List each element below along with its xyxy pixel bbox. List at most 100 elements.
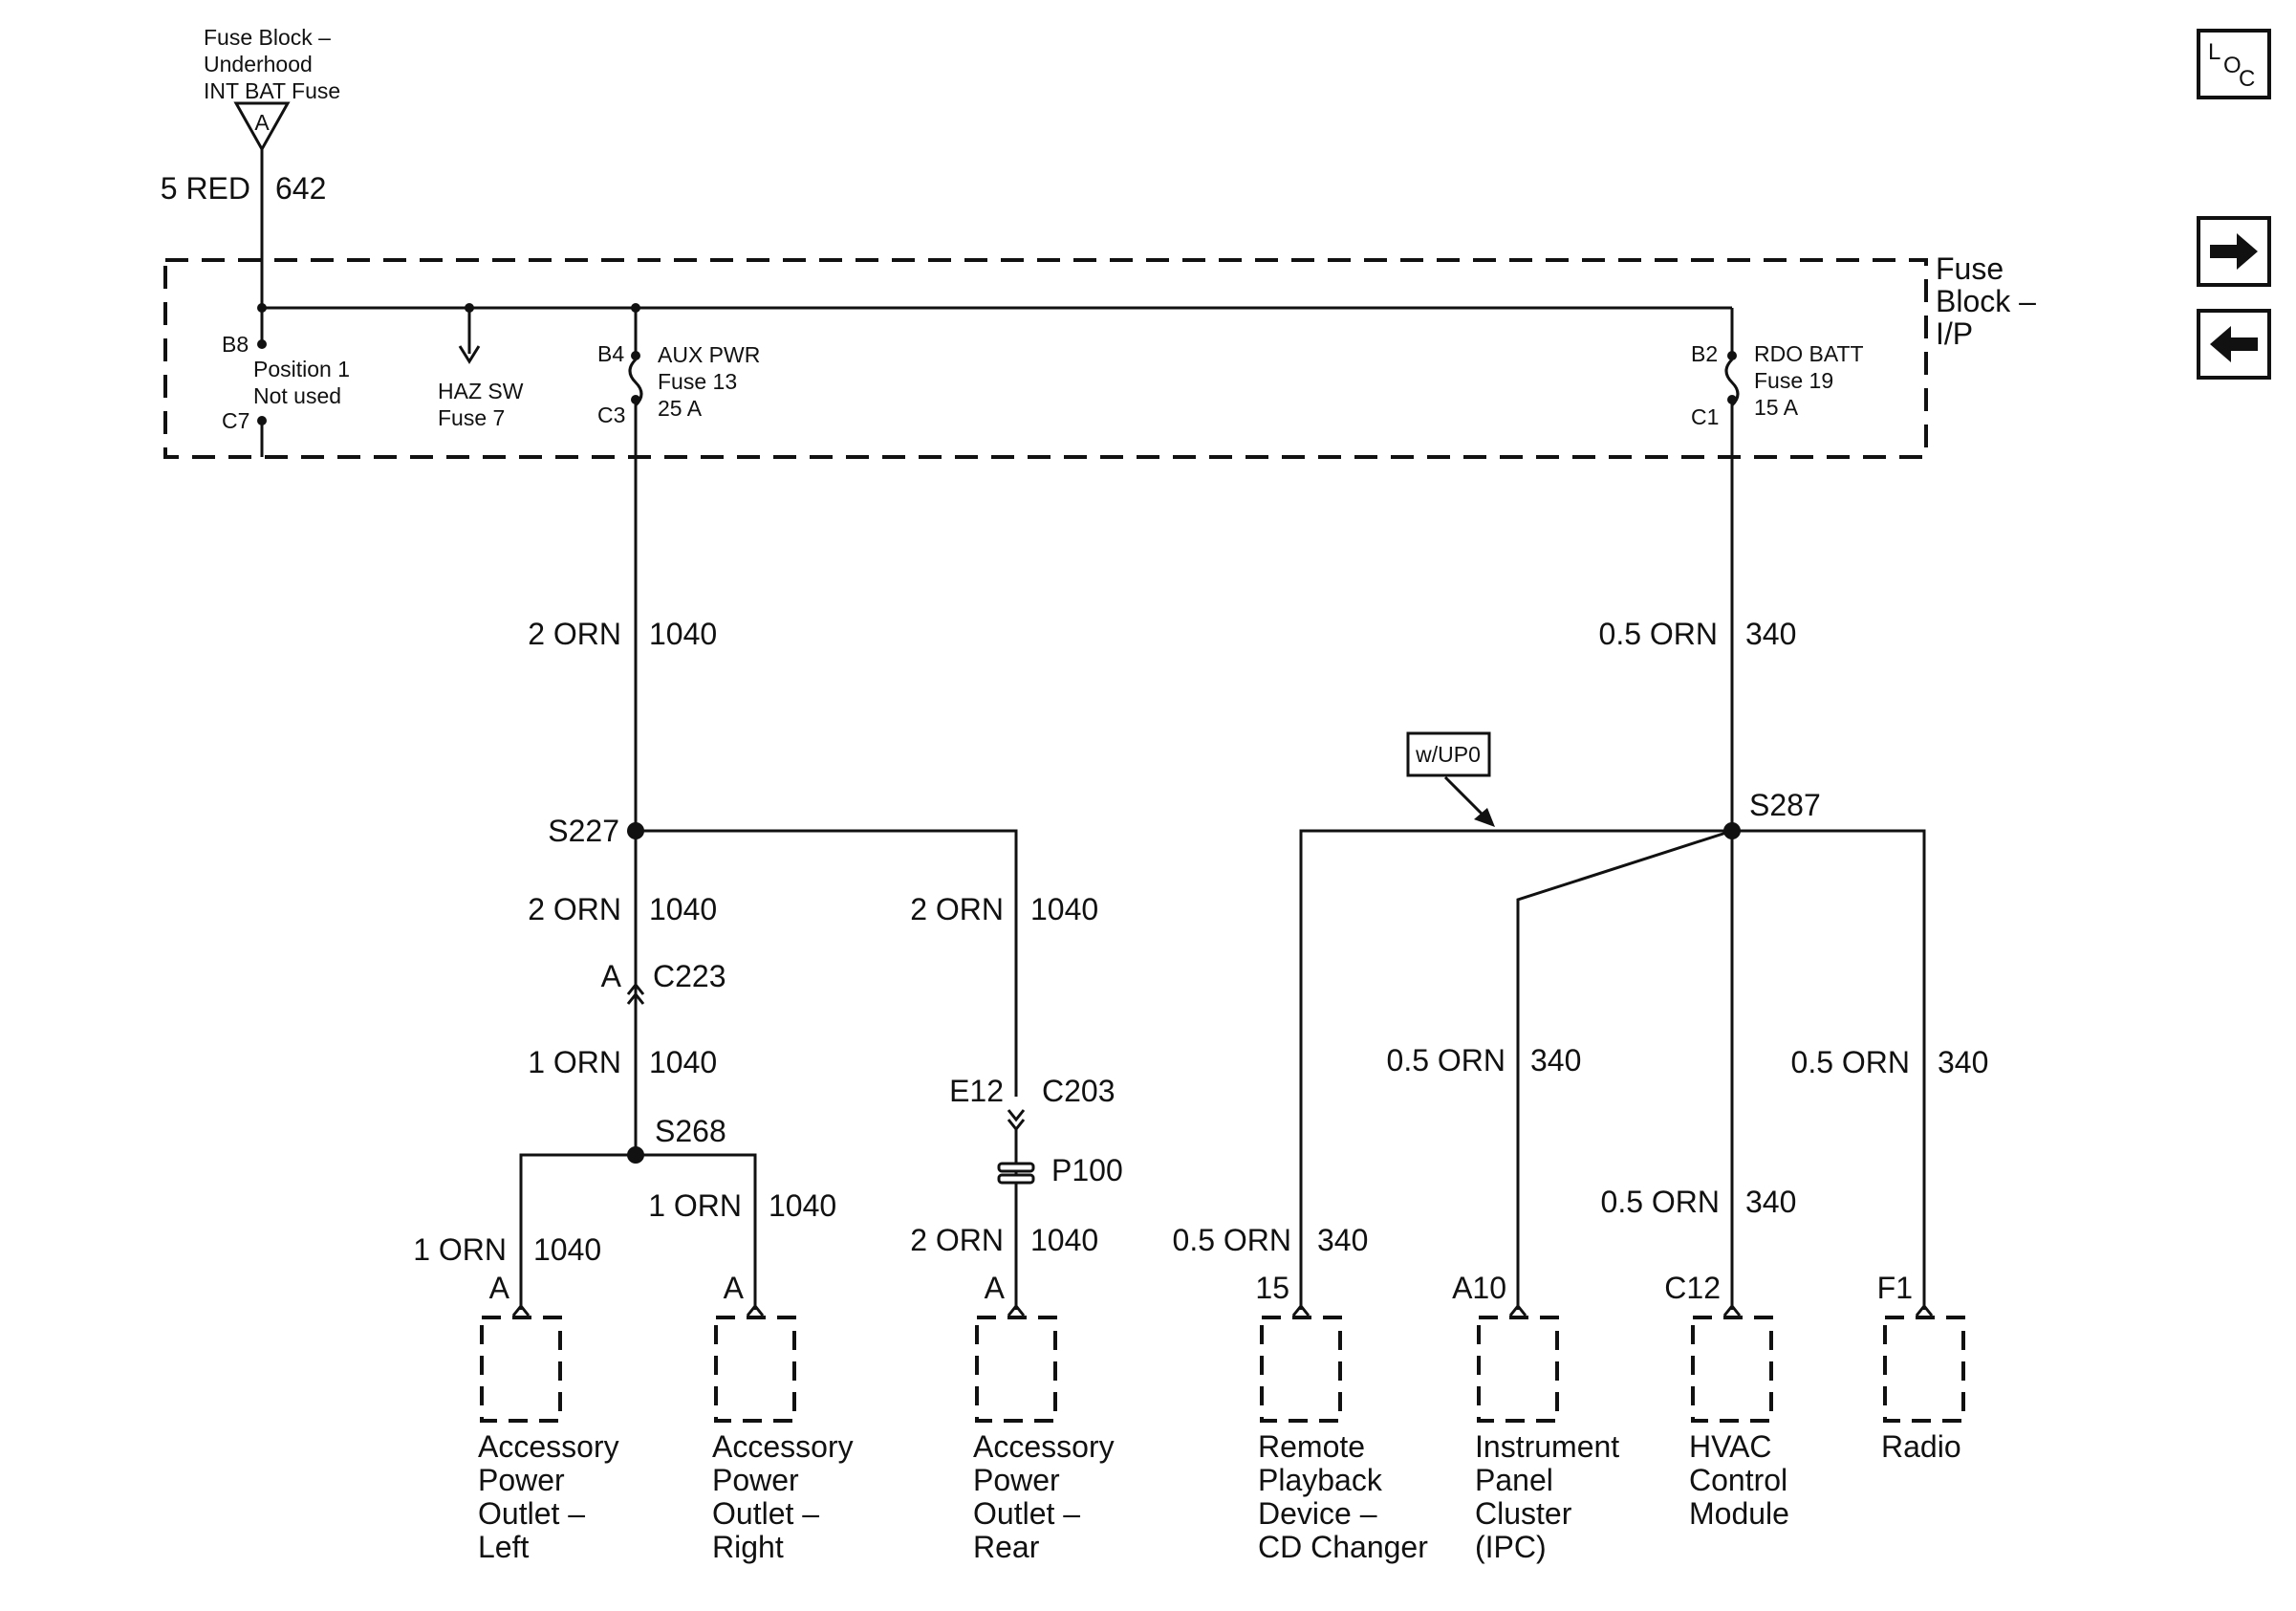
haz-label-1: HAZ SW (438, 379, 524, 403)
circuit-label: 1040 (649, 1045, 717, 1079)
component-name-line: Remote (1258, 1429, 1365, 1464)
wire-label: 0.5 ORN (1173, 1223, 1291, 1257)
wire-label: 1 ORN (648, 1188, 742, 1223)
component-name-line: Radio (1881, 1429, 1961, 1464)
wire-label: 0.5 ORN (1599, 617, 1718, 651)
circuit-label: 1040 (1030, 1223, 1098, 1257)
wire-label: 1 ORN (528, 1045, 621, 1079)
rdo-out-label: C1 (1691, 404, 1719, 429)
component-name-line: Cluster (1475, 1496, 1572, 1531)
component-pin: A (489, 1271, 510, 1305)
source-label-2: Underhood (204, 52, 313, 76)
haz-arrow-icon (458, 345, 481, 364)
pass-through-p100-label: P100 (1051, 1153, 1123, 1187)
component-name-line: Panel (1475, 1463, 1553, 1497)
pos1-terminal (257, 339, 267, 349)
circuit-label: 1040 (649, 617, 717, 651)
component-name-line: CD Changer (1258, 1530, 1428, 1564)
fuse-block-label-1: Fuse (1936, 251, 2004, 286)
component-name-line: Accessory (712, 1429, 854, 1464)
component-box (714, 1316, 796, 1423)
loc-letter-o: O (2223, 53, 2242, 78)
circuit-label: 340 (1745, 617, 1796, 651)
back-button[interactable] (2197, 309, 2271, 380)
rdo-in-label: B2 (1691, 341, 1718, 366)
aux-label-1: AUX PWR (658, 342, 760, 367)
component-name-line: Outlet – (973, 1496, 1080, 1531)
wire-label: 2 ORN (528, 617, 621, 651)
wire-340-ipc (1516, 829, 1733, 1310)
connector-chevron-icon (1007, 1303, 1026, 1317)
pos1-label-2: Not used (253, 383, 341, 408)
component-pin: F1 (1877, 1271, 1913, 1305)
wire-1040-left-outlet (519, 1153, 636, 1310)
splice-s227-label: S227 (548, 814, 619, 848)
aux-terminal (631, 351, 640, 360)
component-box (480, 1316, 562, 1423)
component-pin: 15 (1255, 1271, 1289, 1305)
component-pin: A (724, 1271, 745, 1305)
component-pin: A (985, 1271, 1006, 1305)
wire-340-radio (1732, 829, 1926, 1310)
connector-c203-label: C203 (1042, 1074, 1116, 1108)
fuse-block-outline (163, 258, 1928, 459)
loc-button-frame[interactable] (2197, 29, 2271, 99)
circuit-340: 0.5 ORN 340 w/UP0 S287 0.5 ORN 340 0.5 O… (1173, 400, 1988, 1310)
component-name-line: Rear (973, 1530, 1040, 1564)
arrow-left-icon (2210, 326, 2258, 362)
fuse-block-label-3: I/P (1936, 316, 1973, 351)
forward-button[interactable] (2197, 216, 2271, 287)
wire-label: 2 ORN (910, 892, 1004, 926)
component-name-line: Left (478, 1530, 529, 1564)
wire-label: 2 ORN (910, 1223, 1004, 1257)
source-label-3: INT BAT Fuse (204, 78, 340, 103)
aux-label-2: Fuse 13 (658, 369, 737, 394)
wire-label: 0.5 ORN (1601, 1185, 1720, 1219)
source-terminal: A (254, 110, 270, 135)
source-circuit-label: 642 (275, 171, 326, 206)
loc-button[interactable]: L O C (2197, 29, 2271, 99)
circuit-label: 340 (1745, 1185, 1796, 1219)
component-box (1883, 1316, 1965, 1423)
component-name-line: Device – (1258, 1496, 1377, 1531)
component-pin: A10 (1452, 1271, 1506, 1305)
connector-c223-label: C223 (653, 959, 726, 993)
pos1-in-label: B8 (222, 332, 249, 357)
wire-label: 0.5 ORN (1387, 1043, 1505, 1078)
circuit-label: 1040 (769, 1188, 836, 1223)
component-box (1691, 1316, 1773, 1423)
connector-chevron-icon (1508, 1303, 1527, 1317)
circuit-label: 340 (1938, 1045, 1988, 1079)
component-name-line: Accessory (478, 1429, 619, 1464)
component-name-line: Instrument (1475, 1429, 1619, 1464)
circuit-label: 340 (1530, 1043, 1581, 1078)
connector-c223-icon (626, 991, 645, 1005)
connector-chevron-icon (1291, 1303, 1310, 1317)
component-name-line: Power (712, 1463, 799, 1497)
component-box (975, 1316, 1057, 1423)
option-tag-pointer (1443, 775, 1489, 821)
option-tag: w/UP0 (1415, 742, 1481, 767)
haz-label-2: Fuse 7 (438, 405, 505, 430)
component-pin: C12 (1664, 1271, 1721, 1305)
component-name-line: Control (1689, 1463, 1787, 1497)
arrow-right-icon (2210, 233, 2258, 270)
loc-letter-c: C (2239, 66, 2255, 92)
rdo-terminal (1727, 351, 1737, 360)
option-tag-arrow-icon (1474, 808, 1495, 827)
rdo-label-1: RDO BATT (1754, 341, 1864, 366)
component-name-line: Power (478, 1463, 565, 1497)
rdo-label-3: 15 A (1754, 395, 1799, 420)
source-terminal-icon (233, 101, 291, 153)
source-fuse: Fuse Block – Underhood INT BAT Fuse A 5 … (161, 25, 340, 308)
component-box (1260, 1316, 1342, 1423)
connector-c223-icon (626, 982, 645, 995)
component-name-line: Module (1689, 1496, 1789, 1531)
